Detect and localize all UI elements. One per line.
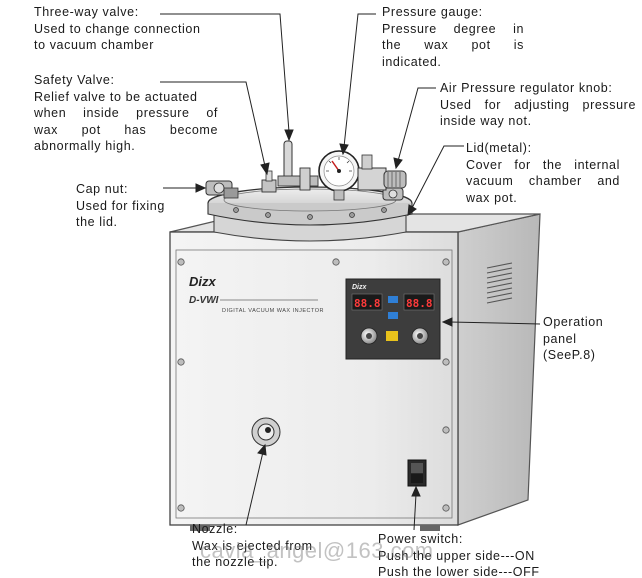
callout-safety-valve-title: Safety Valve:	[34, 73, 115, 87]
air-pressure-regulator	[357, 154, 407, 191]
callout-pressure-gauge-line: indicated.	[382, 54, 442, 69]
callout-three-way-valve: Three-way valve: Used to change connecti…	[34, 4, 201, 54]
callout-operation-panel-line: (SeeP.8)	[543, 348, 596, 362]
power-switch	[407, 459, 427, 487]
callout-nozzle: Nozzle: Wax is ejected from the nozzle t…	[192, 521, 313, 571]
operation-panel: Dizx 88.8 88.8	[345, 278, 441, 360]
callout-lid-line: wax pot.	[466, 190, 518, 205]
callout-cap-nut-line: Used for fixing	[76, 198, 165, 213]
product-name-label: DIGITAL VACUUM WAX INJECTOR	[222, 308, 324, 314]
model-label: D-VWI	[189, 295, 219, 306]
callout-power-switch-title: Power switch:	[378, 532, 463, 546]
panel-display-left: 88.8	[354, 297, 381, 310]
callout-air-regulator-line: Used for adjusting pressure	[440, 97, 636, 112]
callout-lid-title: Lid(metal):	[466, 141, 532, 155]
callout-safety-valve-line: abnormally high.	[34, 139, 136, 153]
panel-brand-label: Dizx	[352, 284, 368, 291]
leader-lines	[160, 13, 541, 531]
callout-three-way-valve-title: Three-way valve:	[34, 5, 139, 19]
callout-three-way-valve-line: Used to change connection	[34, 21, 201, 36]
cap-nut-right	[382, 187, 404, 201]
callout-lid-line: vacuum chamber and	[466, 174, 620, 188]
callout-power-switch: Power switch: Push the upper side---ON P…	[378, 531, 540, 578]
callout-lid: Lid(metal): Cover for the internal vacuu…	[466, 140, 620, 206]
callout-pressure-gauge-line: Pressure degree in	[382, 21, 524, 36]
cap-nut	[205, 180, 239, 199]
callout-power-switch-line: Push the lower side---OFF	[378, 565, 540, 578]
callout-safety-valve-line: wax pot has become	[34, 122, 218, 137]
watermark: cavia_angel@163.com	[200, 538, 434, 563]
machine-body	[169, 213, 541, 531]
callout-air-regulator-title: Air Pressure regulator knob:	[440, 81, 613, 95]
callout-safety-valve-line: when inside pressure of	[34, 106, 218, 120]
callout-cap-nut-line: the lid.	[76, 215, 118, 229]
callout-air-regulator-line: inside way not.	[440, 114, 532, 128]
callout-lid-line: Cover for the internal	[466, 157, 620, 172]
brand-logo: Dizx	[189, 274, 217, 289]
brand-label-area: Dizx D-VWI DIGITAL VACUUM WAX INJECTOR	[189, 274, 324, 314]
callout-operation-panel-line: Operation	[543, 315, 604, 329]
callout-cap-nut: Cap nut: Used for fixing the lid.	[76, 181, 165, 231]
callout-safety-valve: Safety Valve: Relief valve to be actuate…	[34, 72, 218, 155]
panel-display-right: 88.8	[406, 297, 433, 310]
callout-nozzle-title: Nozzle:	[192, 522, 238, 536]
callout-pressure-gauge-title: Pressure gauge:	[382, 5, 483, 19]
callout-cap-nut-title: Cap nut:	[76, 182, 129, 196]
callout-operation-panel: Operation panel (SeeP.8)	[543, 314, 603, 364]
lid-assembly	[207, 186, 413, 242]
callout-power-switch-line: Push the upper side---ON	[378, 548, 535, 563]
safety-valve	[261, 170, 277, 193]
callout-pressure-gauge-line: the wax pot is	[382, 38, 524, 52]
callout-safety-valve-line: Relief valve to be actuated	[34, 89, 198, 104]
three-way-valve	[277, 140, 319, 191]
callout-nozzle-line: the nozzle tip.	[192, 555, 279, 569]
pressure-gauge	[318, 150, 360, 201]
callout-three-way-valve-line: to vacuum chamber	[34, 38, 154, 52]
nozzle	[251, 417, 281, 447]
callout-nozzle-line: Wax is ejected from	[192, 538, 313, 553]
callout-pressure-gauge: Pressure gauge: Pressure degree in the w…	[382, 4, 524, 70]
callout-operation-panel-line: panel	[543, 331, 577, 346]
callout-air-pressure-regulator: Air Pressure regulator knob: Used for ad…	[440, 80, 636, 130]
